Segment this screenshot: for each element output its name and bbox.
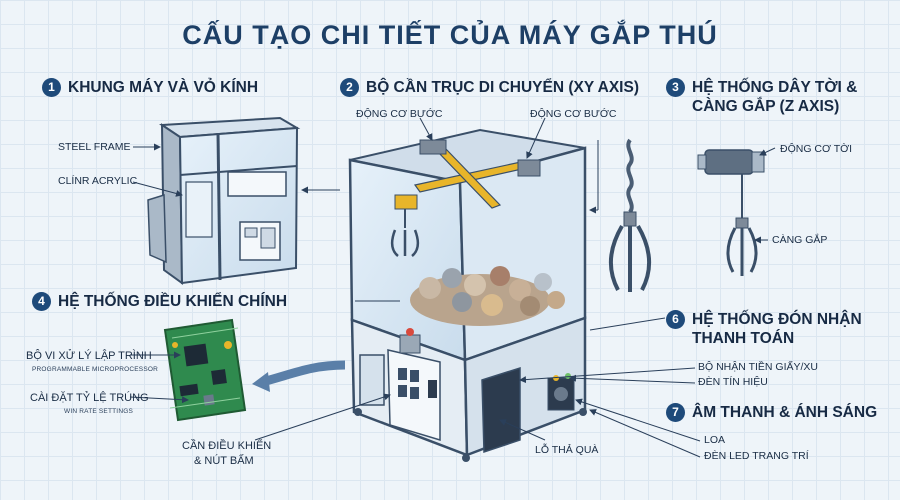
section-3-label-line2: CÀNG GẮP (Z AXIS) bbox=[692, 97, 857, 116]
pcb-illustration bbox=[165, 320, 245, 420]
label-signal-light: ĐÈN TÍN HIỆU bbox=[698, 376, 768, 388]
label-winch-motor: ĐỘNG CƠ TỜI bbox=[780, 143, 852, 155]
section-4-number: 4 bbox=[32, 292, 51, 311]
section-3-number: 3 bbox=[666, 78, 685, 97]
section-6-header: 6 HỆ THỐNG ĐÓN NHẬN THANH TOÁN bbox=[666, 310, 862, 348]
label-bill-acceptor: BỘ NHẬN TIỀN GIẤY/XU bbox=[698, 361, 818, 373]
claw-illustration bbox=[611, 140, 764, 292]
frame-illustration bbox=[148, 118, 297, 283]
section-6-label-line2: THANH TOÁN bbox=[692, 329, 862, 348]
section-1-header: 1 KHUNG MÁY VÀ VỎ KÍNH bbox=[42, 78, 258, 97]
section-2-header: 2 BỘ CẦN TRỤC DI CHUYỂN (XY AXIS) bbox=[340, 78, 639, 97]
pcb-arrow-head bbox=[252, 372, 270, 392]
section-2-label: BỘ CẦN TRỤC DI CHUYỂN (XY AXIS) bbox=[366, 78, 639, 97]
label-win-rate-sub: WIN RATE SETTINGS bbox=[64, 408, 133, 415]
section-7-header: 7 ÂM THANH & ÁNH SÁNG bbox=[666, 403, 877, 422]
claw-machine-illustration bbox=[350, 130, 587, 462]
label-microprocessor: BỘ VI XỬ LÝ LẬP TRÌNH bbox=[26, 350, 152, 362]
label-joystick-line2: & NÚT BẤM bbox=[194, 455, 254, 467]
section-6-number: 6 bbox=[666, 310, 685, 329]
pcb-arrow bbox=[262, 365, 345, 382]
label-speaker: LOA bbox=[704, 434, 725, 446]
label-joystick-line1: CẦN ĐIỀU KHIỂN bbox=[182, 440, 271, 452]
section-3-label-line1: HỆ THỐNG DÂY TỜI & bbox=[692, 78, 857, 97]
section-4-label: HỆ THỐNG ĐIỀU KHIỂN CHÍNH bbox=[58, 292, 287, 311]
label-microprocessor-sub: PROGRAMMABLE MICROPROCESSOR bbox=[32, 366, 158, 373]
label-stepper-motor-left: ĐỘNG CƠ BƯỚC bbox=[356, 108, 442, 120]
section-6-label-line1: HỆ THỐNG ĐÓN NHẬN bbox=[692, 310, 862, 329]
label-stepper-motor-right: ĐỘNG CƠ BƯỚC bbox=[530, 108, 616, 120]
label-steel-frame: STEEL FRAME bbox=[58, 141, 131, 153]
section-2-number: 2 bbox=[340, 78, 359, 97]
label-prize-hole: LỖ THẢ QUÀ bbox=[535, 444, 598, 456]
section-1-number: 1 bbox=[42, 78, 61, 97]
label-claw: CÀNG GẮP bbox=[772, 234, 827, 246]
section-1-label: KHUNG MÁY VÀ VỎ KÍNH bbox=[68, 78, 258, 97]
section-7-label: ÂM THANH & ÁNH SÁNG bbox=[692, 403, 877, 422]
section-7-number: 7 bbox=[666, 403, 685, 422]
label-win-rate: CÀI ĐẶT TỶ LỆ TRÚNG bbox=[30, 392, 149, 404]
label-led: ĐÈN LED TRANG TRÍ bbox=[704, 450, 809, 462]
section-3-header: 3 HỆ THỐNG DÂY TỜI & CÀNG GẮP (Z AXIS) bbox=[666, 78, 857, 116]
section-4-header: 4 HỆ THỐNG ĐIỀU KHIỂN CHÍNH bbox=[32, 292, 287, 311]
label-acrylic: CLÍNR ACRYLIC bbox=[58, 175, 137, 187]
